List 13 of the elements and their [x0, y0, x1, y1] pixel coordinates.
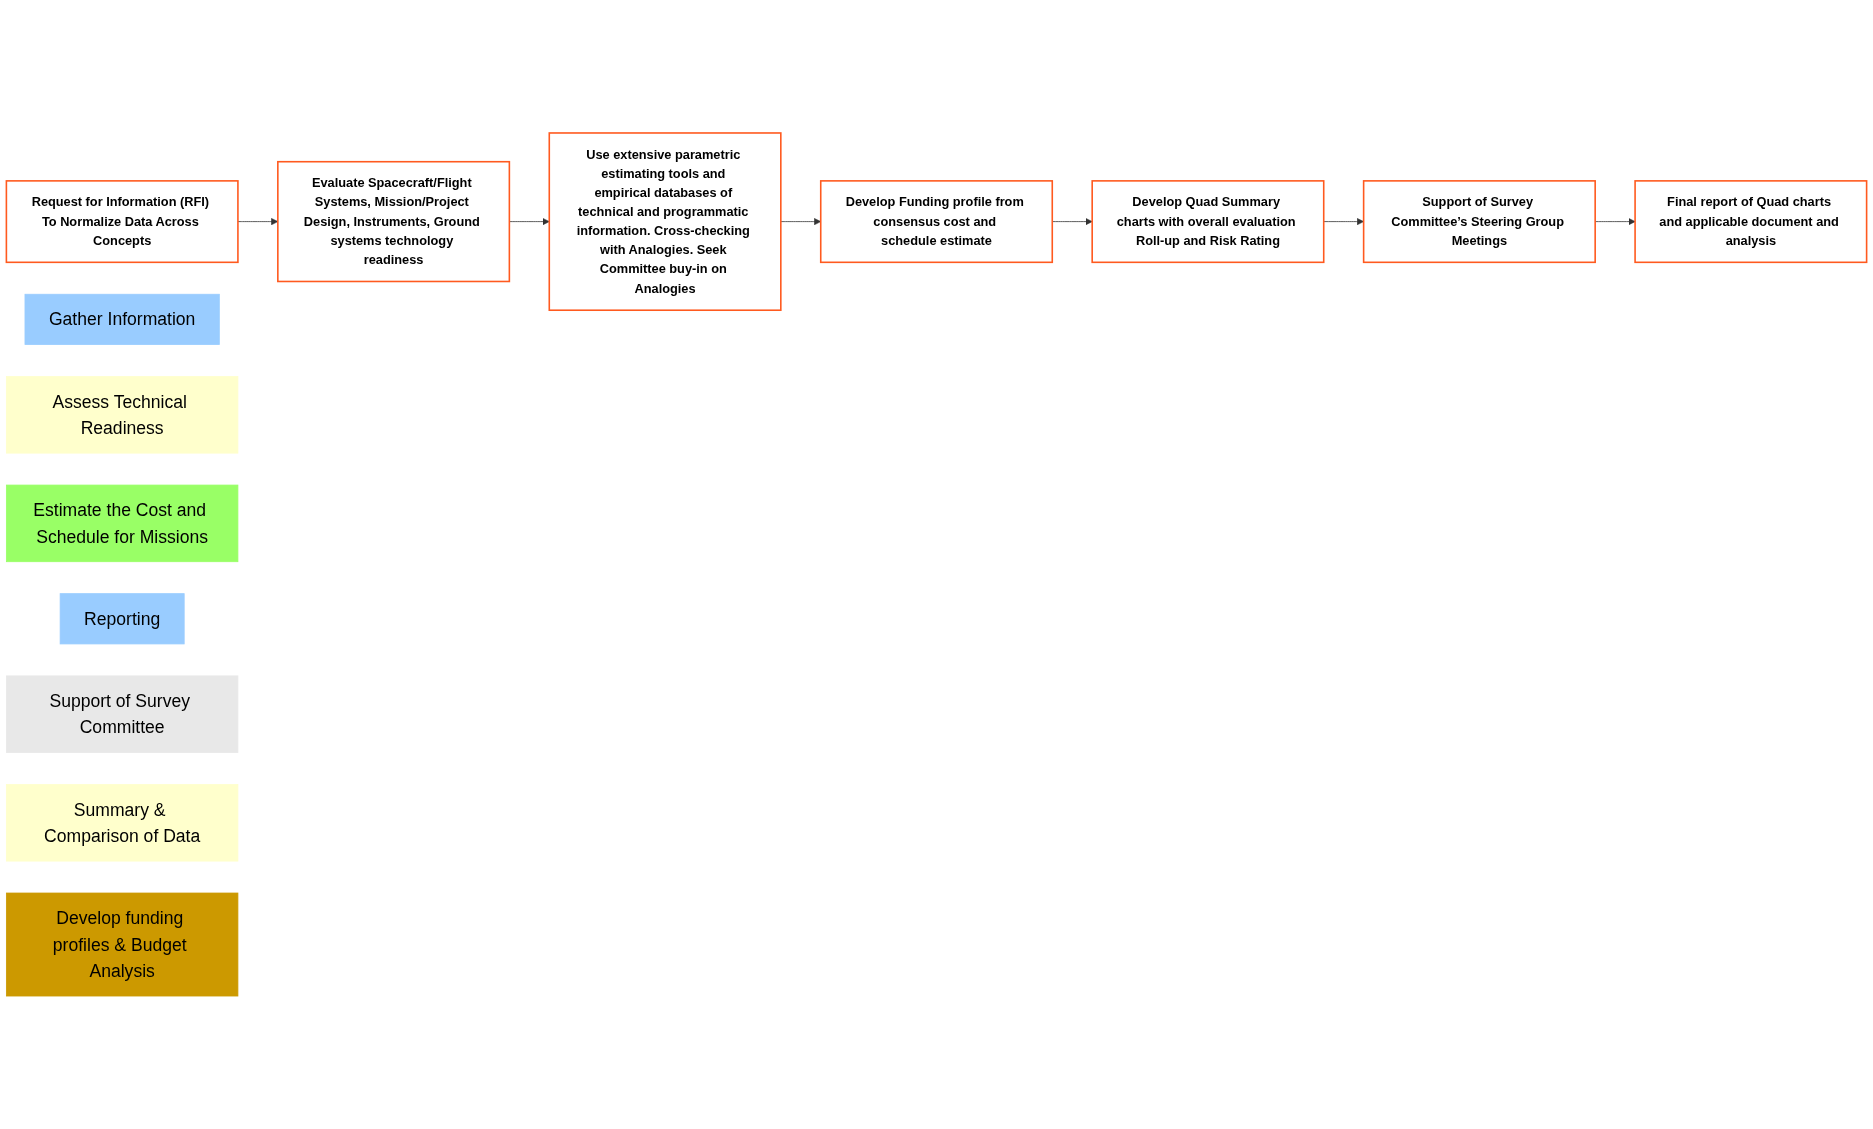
node-box: Final report of Quad charts and applicable document and analysis — [1634, 180, 1868, 264]
node-box: Develop funding profiles & Budget Analysis — [6, 892, 239, 997]
node-box: Evaluate Spacecraft/Flight Systems, Mission/Project Design, Instruments, Ground systems technology readiness — [277, 160, 511, 283]
node-box: Develop Funding profile from consensus cost and schedule estimate — [819, 180, 1054, 264]
node-box: Assess Technical Readiness — [6, 376, 239, 454]
node-box: Gather Information — [24, 293, 220, 345]
node-box: Estimate the Cost and Schedule for Missions — [6, 484, 239, 563]
node-box: Reporting — [59, 593, 185, 645]
node-box: Develop Quad Summary charts with overall evaluation Roll-up and Risk Rating — [1091, 180, 1325, 264]
node-box: Support of Survey Committee’s Steering Group Meetings — [1362, 180, 1596, 264]
node-box: Request for Information (RFI) To Normalize Data Across Concepts — [5, 180, 239, 264]
node-box: Use extensive parametric estimating tools and empirical databases of technical and programmatic information. Cross-checking with Analogies. Seek Committee buy-in on Analogies — [548, 132, 782, 312]
node-box: Summary & Comparison of Data — [6, 784, 239, 862]
